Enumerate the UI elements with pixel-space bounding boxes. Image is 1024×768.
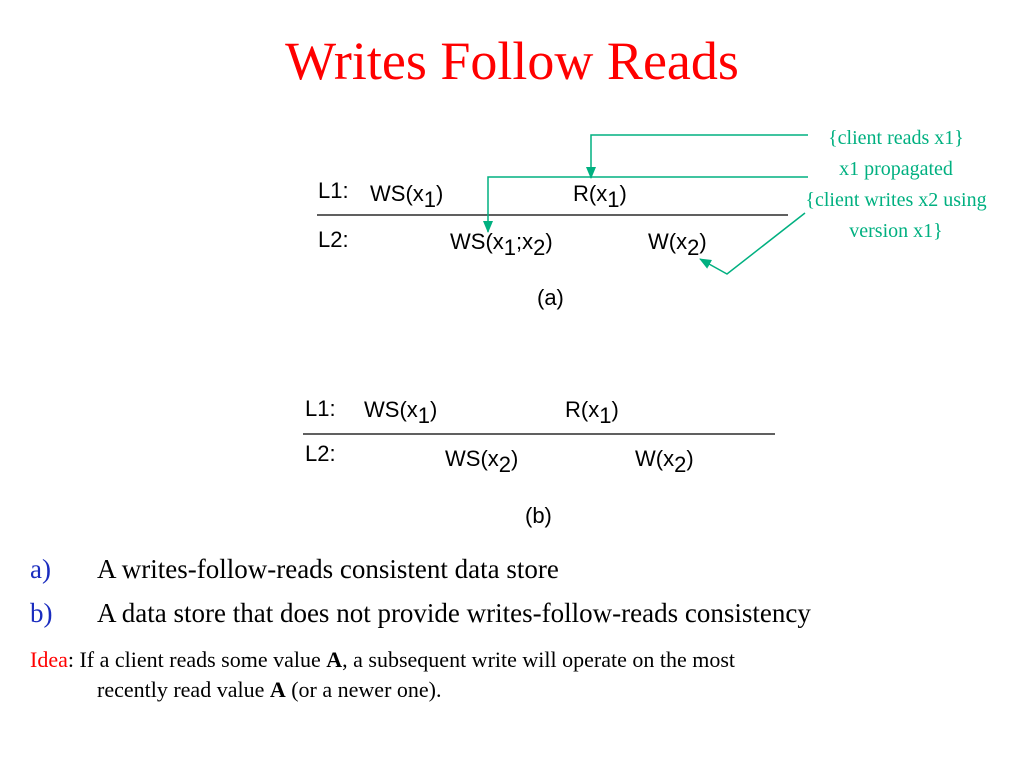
list-item-b: b) A data store that does not provide wr… — [30, 598, 1010, 642]
diagram-a-l1-label: L1: — [318, 178, 349, 203]
diagram-b-l2-write: W(x2) — [635, 446, 694, 477]
idea-bold-2: A — [269, 677, 286, 702]
description-list: a) A writes-follow-reads consistent data… — [30, 554, 1010, 642]
slide-title: Writes Follow Reads — [285, 31, 739, 91]
diagram-a-l2-ws: WS(x1;x2) — [450, 229, 553, 260]
diagram-a-l1-ws: WS(x1) — [370, 181, 443, 212]
idea-text-4: (or a newer one). — [285, 677, 442, 702]
diagram-b-l2-label: L2: — [305, 441, 336, 466]
idea-text-3: recently read value — [97, 677, 270, 702]
annotation-propagated: x1 propagated — [839, 158, 953, 180]
annotation-client-writes: {client writes x2 using — [805, 189, 986, 211]
diagram-a-l2-label: L2: — [318, 227, 349, 252]
diagram-a-l2-write: W(x2) — [648, 229, 707, 260]
diagram-b: L1: L2: WS(x1) R(x1) WS(x2) W(x2) (b) — [303, 396, 775, 528]
diagram-b-l1-ws: WS(x1) — [364, 397, 437, 428]
annotation-client-reads: {client reads x1} — [828, 127, 964, 149]
diagram-b-l1-read: R(x1) — [565, 397, 619, 428]
idea-text-1: : If a client reads some value — [67, 647, 327, 672]
diagram-a-l1-read: R(x1) — [573, 181, 627, 212]
annotation-version: version x1} — [849, 220, 942, 242]
list-text-b: A data store that does not provide write… — [97, 598, 811, 628]
list-marker-b: b) — [30, 598, 53, 628]
idea-label: Idea — [30, 647, 68, 672]
diagram-b-l2-ws: WS(x2) — [445, 446, 518, 477]
arrow-client-writes — [699, 212, 806, 275]
arrow-propagated — [483, 176, 808, 233]
diagram-b-l1-label: L1: — [305, 396, 336, 421]
diagram-b-caption: (b) — [525, 503, 552, 528]
diagram-a: L1: L2: WS(x1) R(x1) WS(x1;x2) W(x2) (a)… — [317, 127, 987, 310]
idea-text-2: , a subsequent write will operate on the… — [342, 647, 736, 672]
diagram-a-caption: (a) — [537, 285, 564, 310]
idea-line-2: recently read value A (or a newer one). — [30, 675, 990, 705]
idea-bold-1: A — [326, 647, 343, 672]
idea-paragraph: Idea: If a client reads some value A, a … — [30, 645, 990, 705]
arrow-client-reads — [586, 134, 808, 179]
list-marker-a: a) — [30, 554, 51, 584]
list-text-a: A writes-follow-reads consistent data st… — [97, 554, 559, 584]
list-item-a: a) A writes-follow-reads consistent data… — [30, 554, 1010, 598]
